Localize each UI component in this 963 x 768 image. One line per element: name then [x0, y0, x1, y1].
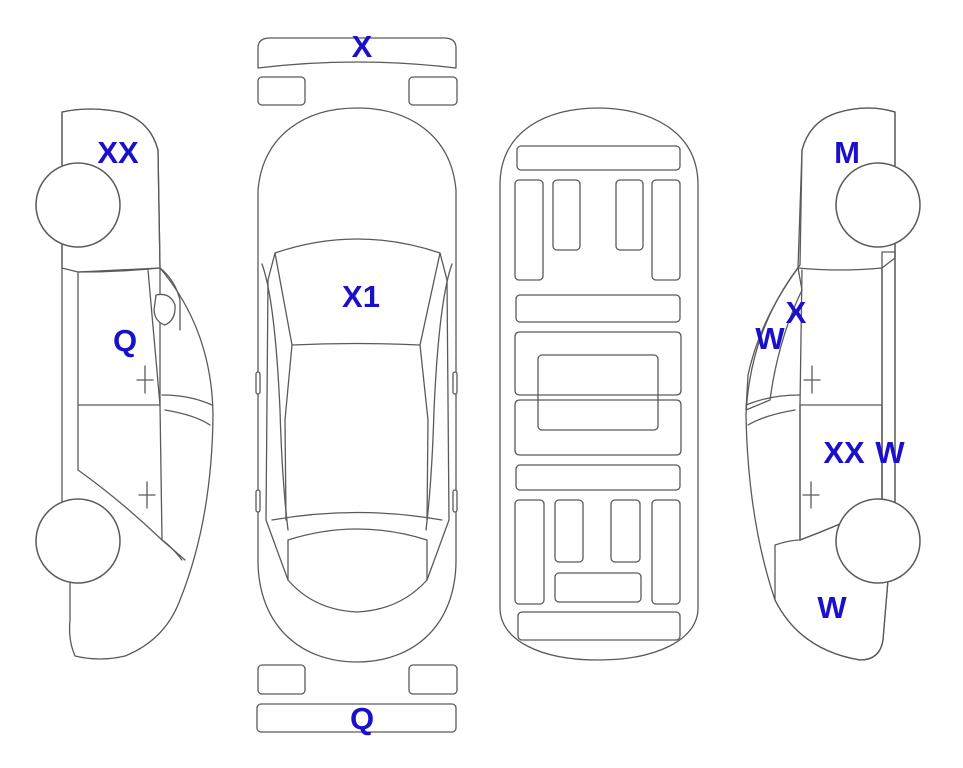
top-right-handle-2: [452, 489, 458, 513]
left-mirror: [153, 293, 176, 326]
right-roof-line: [747, 409, 796, 426]
left-front-door-label: Q: [113, 323, 137, 358]
top-left-handle-2: [255, 489, 261, 513]
right-pillar-w-label: W: [755, 321, 785, 356]
underside-part: [517, 611, 681, 641]
underside-part: [651, 179, 681, 281]
front-bumper: [257, 37, 458, 106]
underside-part: [514, 499, 545, 605]
right-pillar-panel: [745, 267, 803, 411]
left-rocker: [77, 404, 186, 561]
right-front-door-w-label: W: [875, 435, 905, 470]
right-pillar-line: [745, 394, 801, 406]
underside-part: [552, 179, 581, 251]
left-rear-door-line: [161, 539, 183, 561]
underside-part: [554, 572, 642, 603]
left-door-handle-1: [136, 365, 154, 394]
top-rear-window: [287, 528, 428, 613]
underside-part: [615, 179, 644, 251]
car-right-side-view: [745, 107, 921, 661]
top-left-handle-1: [255, 371, 261, 395]
right-front-wheel: [835, 498, 921, 584]
left-pillar-line: [161, 394, 213, 406]
rear-bumper-panel: [256, 703, 457, 733]
top-left-inner-rail: [284, 344, 293, 521]
top-right-door-line: [425, 263, 453, 531]
right-pillar-x-label: X: [786, 295, 807, 330]
underside-part: [516, 145, 681, 171]
right-rear-fender-label: M: [834, 135, 860, 170]
hood-label: X1: [342, 279, 380, 314]
right-rear-fender-panel: [797, 107, 896, 271]
underside-part: [514, 179, 544, 281]
top-right-rail: [426, 252, 450, 581]
front-bumper-panel: [257, 37, 457, 69]
front-bumper-label: X: [352, 29, 373, 64]
left-rear-wheel: [35, 498, 121, 584]
underside-part: [554, 499, 584, 563]
car-left-side-view: [35, 108, 214, 660]
left-front-wheel: [35, 162, 121, 248]
right-window-frame: [799, 269, 803, 541]
top-trunk-line: [271, 511, 443, 521]
right-front-fender-label: W: [817, 590, 847, 625]
car-top-view: [255, 107, 458, 663]
left-window-line: [159, 267, 181, 331]
underside-outline: [499, 107, 699, 661]
car-underside-view: [499, 107, 699, 661]
left-rear-roof: [164, 409, 211, 426]
underside-part: [515, 294, 681, 323]
top-right-inner-rail: [419, 344, 429, 521]
underside-center-plate: [537, 354, 659, 431]
underside-part: [514, 331, 682, 396]
left-front-fender-panel: [61, 108, 161, 273]
right-rear-wheel: [835, 162, 921, 248]
left-door-handle-2: [138, 481, 156, 509]
underside-part: [610, 499, 641, 563]
front-right-light: [408, 76, 458, 106]
rear-bumper: [256, 664, 458, 733]
rear-right-light: [408, 664, 458, 695]
right-front-fender-panel: [774, 504, 889, 661]
front-left-light: [257, 76, 306, 106]
top-left-door-line: [261, 263, 289, 531]
top-body-outline: [257, 107, 457, 663]
left-window-frame: [147, 269, 163, 541]
underside-part: [651, 499, 681, 605]
underside-part: [514, 399, 682, 456]
top-left-rail: [265, 252, 289, 581]
left-front-fender-label: XX: [97, 135, 139, 170]
right-door-handle-2: [802, 481, 820, 509]
underside-part: [515, 464, 681, 491]
rear-bumper-label: Q: [350, 701, 374, 736]
rear-left-light: [257, 664, 306, 695]
right-door-handle-1: [803, 365, 821, 394]
top-right-handle-1: [452, 371, 458, 395]
right-front-door-xx-label: XX: [823, 435, 865, 470]
